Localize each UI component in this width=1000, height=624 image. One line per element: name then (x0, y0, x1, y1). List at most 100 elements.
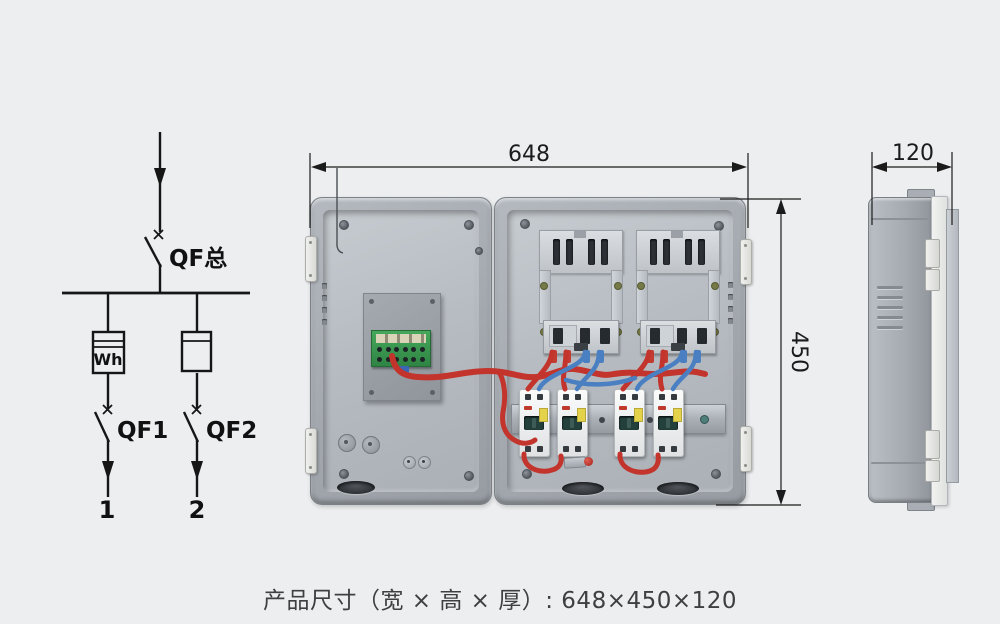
breaker-terminal (563, 394, 569, 400)
arrowhead-left (311, 162, 326, 172)
side-hinge (925, 430, 940, 459)
corner-screw (339, 220, 349, 230)
vent-hole (728, 306, 733, 312)
side-vent (877, 326, 903, 329)
main-breaker-label: QF总 (169, 245, 227, 272)
meter-box-right-compartment (494, 197, 752, 505)
terminal-slot (553, 328, 563, 344)
breaker-terminal (671, 446, 677, 452)
dimension-arrowheads (311, 162, 952, 505)
vent-hole (728, 294, 733, 300)
vent-hole (322, 319, 327, 325)
circuit-breaker (653, 389, 684, 457)
hinge (305, 428, 317, 474)
terminal-tab (574, 343, 588, 351)
arrowhead-right (732, 162, 747, 172)
corner-screw (522, 469, 532, 479)
corner-screw (464, 220, 474, 230)
plate-screw (430, 390, 435, 395)
arrowhead-up (776, 199, 786, 214)
breaker-terminal (537, 394, 543, 400)
side-vent (877, 286, 903, 289)
side-vent (877, 296, 903, 299)
bracket-screw (637, 282, 645, 290)
vent-hole (322, 307, 327, 313)
bracket-slot (685, 239, 692, 265)
hinge (740, 239, 752, 285)
bracket-slot (698, 239, 705, 265)
arrowhead-right (937, 162, 952, 172)
terminal-slot (697, 328, 707, 344)
breaker-terminal (525, 394, 531, 400)
meter-bracket (539, 230, 623, 363)
breaker-terminal (563, 446, 569, 452)
width-dimension-label: 648 (508, 142, 550, 167)
side-groove (871, 218, 929, 220)
red-wire-drop (496, 369, 538, 446)
breaker-terminal (575, 446, 581, 452)
meter2-symbol (180, 330, 213, 373)
blue-wire (634, 349, 685, 392)
red-wire-loop (617, 451, 661, 475)
breaker-terminal (671, 394, 677, 400)
terminal-slot (650, 328, 660, 344)
terminal-slot (677, 328, 687, 344)
incoming-arrow (154, 168, 166, 187)
meter-terminal-strip (543, 320, 619, 354)
red-wire (525, 349, 555, 392)
blue-terminal-piece (398, 366, 409, 374)
panel-screw (475, 247, 483, 255)
side-groove (871, 462, 929, 464)
breaker-terminal (620, 446, 626, 452)
red-cap (584, 457, 593, 466)
blue-wire-stub (680, 350, 687, 363)
side-hinge (925, 239, 940, 268)
schematic-arrowheads (102, 168, 203, 480)
bracket-top-plate (539, 230, 623, 274)
breaker-terminal (537, 446, 543, 452)
bracket-slot (588, 239, 595, 265)
arrowhead-left (872, 162, 887, 172)
dimension-lines (309, 152, 953, 506)
circuit-breaker (614, 389, 645, 457)
output2-arrow (191, 461, 203, 480)
terminal-metal-strip (376, 334, 426, 343)
terminal-slot (580, 328, 590, 344)
cable-gland (337, 481, 375, 494)
bracket-slot (553, 239, 560, 265)
cable-knockout (562, 482, 604, 495)
contact-x (191, 404, 202, 415)
small-stud (418, 456, 431, 469)
corner-screw (339, 469, 349, 479)
circuit-breaker (519, 389, 550, 457)
breaker-terminal (620, 394, 626, 400)
blue-wire-link (563, 375, 638, 387)
corner-screw (711, 469, 721, 479)
small-stud (403, 456, 416, 469)
corner-screw (520, 219, 530, 229)
breaker-terminal (659, 446, 665, 452)
trip-indicator (562, 406, 570, 410)
red-wire-loop (521, 451, 564, 474)
side-vent (877, 316, 903, 319)
vent-hole (322, 283, 327, 289)
breaker-terminal (632, 446, 638, 452)
schematic-labels: QF总 Wh QF1 QF2 1 2 (93, 245, 257, 524)
meter-box-side-view (868, 197, 934, 503)
side-hinge (925, 269, 940, 291)
corner-screw (464, 471, 474, 481)
bracket-screw (540, 282, 548, 290)
blue-wire-stub (583, 350, 590, 363)
plate-screw (369, 390, 374, 395)
vent-hole (728, 282, 733, 288)
bracket-screw (711, 282, 719, 290)
bracket-top-plate (636, 230, 720, 274)
output1-label: 1 (99, 496, 116, 524)
rating-label (539, 408, 548, 422)
contact-x (153, 229, 164, 240)
blue-wire (670, 349, 699, 392)
thin-hanging-wire (336, 168, 344, 254)
depth-dimension-label: 120 (892, 141, 934, 166)
